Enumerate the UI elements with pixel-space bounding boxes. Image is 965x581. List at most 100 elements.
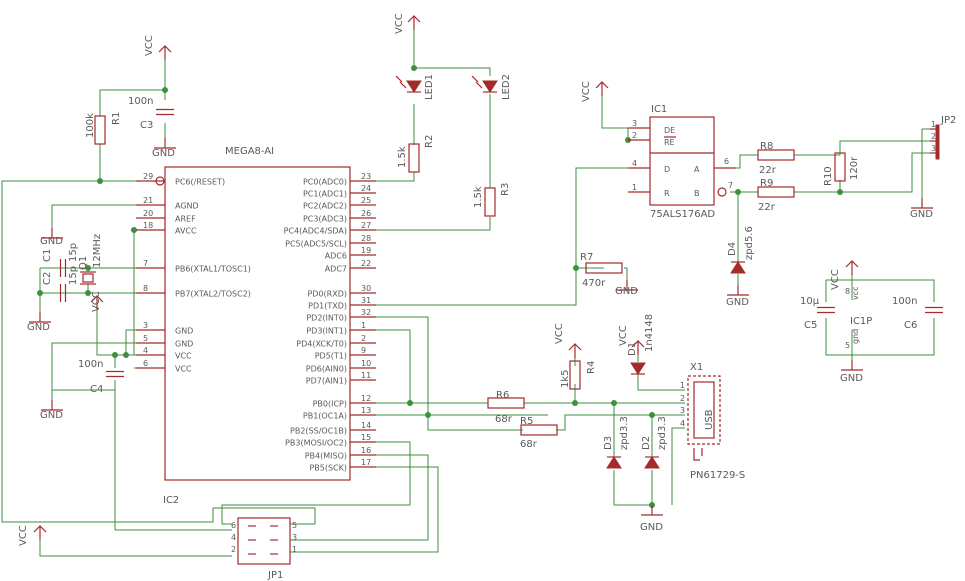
svg-text:GND: GND bbox=[910, 209, 933, 220]
svg-text:3: 3 bbox=[931, 144, 936, 153]
svg-text:R4: R4 bbox=[586, 361, 597, 374]
svg-text:1k5: 1k5 bbox=[560, 369, 571, 388]
svg-text:2: 2 bbox=[231, 545, 236, 554]
svg-text:1: 1 bbox=[680, 381, 685, 390]
mcu-pin-name: ADC6 bbox=[325, 252, 347, 261]
svg-text:GND: GND bbox=[640, 522, 663, 533]
svg-text:IC1: IC1 bbox=[651, 104, 667, 115]
svg-text:100k: 100k bbox=[85, 113, 96, 138]
svg-text:zpd3.3: zpd3.3 bbox=[657, 416, 668, 450]
mcu-pin-number: 23 bbox=[361, 172, 371, 181]
svg-text:10µ: 10µ bbox=[800, 296, 820, 307]
mcu-pin-name: GND bbox=[175, 340, 193, 349]
svg-text:100n: 100n bbox=[78, 359, 103, 370]
mcu-pin-name: PB2(SS/OC1B) bbox=[290, 427, 347, 436]
mcu-pin-name: PC2(ADC2) bbox=[303, 202, 347, 211]
svg-text:PN61729-S: PN61729-S bbox=[690, 470, 745, 481]
leds: LED1 LED2 1.5k R2 1.5k R3 bbox=[395, 74, 512, 217]
svg-text:D: D bbox=[664, 165, 670, 174]
mcu-pin-name: PB4(MISO) bbox=[305, 452, 347, 461]
svg-text:D1: D1 bbox=[627, 342, 638, 356]
svg-text:1: 1 bbox=[931, 120, 936, 129]
svg-text:4: 4 bbox=[231, 533, 236, 542]
mcu-pin-number: 11 bbox=[361, 371, 371, 380]
mcu-pin-name: PD5(T1) bbox=[315, 352, 347, 361]
svg-text:D3: D3 bbox=[603, 436, 614, 450]
svg-text:100n: 100n bbox=[892, 296, 917, 307]
svg-text:100n: 100n bbox=[128, 96, 153, 107]
svg-text:LED1: LED1 bbox=[424, 74, 435, 100]
svg-text:DE: DE bbox=[664, 126, 675, 135]
svg-text:4: 4 bbox=[680, 419, 685, 428]
svg-text:GND: GND bbox=[40, 410, 63, 421]
mcu-pin-name: PD6(AIN0) bbox=[306, 365, 347, 374]
mcu-pin-number: 8 bbox=[143, 284, 148, 293]
svg-text:VCC: VCC bbox=[830, 269, 841, 290]
svg-text:470r: 470r bbox=[582, 278, 606, 289]
reset-network: 100k R1 100n C3 bbox=[85, 96, 175, 145]
svg-text:R10: R10 bbox=[823, 166, 834, 186]
svg-text:R2: R2 bbox=[424, 135, 435, 148]
mcu-pin-name: AVCC bbox=[175, 227, 197, 236]
reset-inverter-bubble bbox=[155, 176, 165, 186]
mcu-pin-number: 15 bbox=[361, 433, 371, 442]
svg-text:R8: R8 bbox=[760, 141, 773, 152]
mcu-pin-number: 10 bbox=[361, 359, 371, 368]
svg-text:GND: GND bbox=[27, 322, 50, 333]
mcu-pin-number: 30 bbox=[361, 284, 371, 293]
svg-text:Q1: Q1 bbox=[78, 256, 89, 270]
svg-text:B: B bbox=[694, 189, 700, 198]
mcu-pin-number: 3 bbox=[143, 321, 148, 330]
svg-text:22r: 22r bbox=[758, 202, 776, 213]
mcu-pin-name: PC5(ADC5/SCL) bbox=[285, 240, 347, 249]
mcu-pin-name: PB0(ICP) bbox=[313, 400, 347, 409]
crystal-q1: C1 15p C2 15p Q1 12MHz bbox=[42, 234, 103, 303]
mcu-pin-number: 1 bbox=[361, 321, 366, 330]
svg-text:GND: GND bbox=[615, 286, 638, 297]
svg-text:D4: D4 bbox=[727, 242, 738, 256]
mcu-pin-number: 16 bbox=[361, 446, 371, 455]
mcu-pin-name: PD0(RXD) bbox=[307, 290, 347, 299]
isp-header-jp1: JP1 6 5 4 3 2 1 bbox=[231, 517, 297, 581]
svg-text:VCC: VCC bbox=[581, 81, 592, 102]
svg-text:GND: GND bbox=[726, 297, 749, 308]
mcu-pin-number: 24 bbox=[361, 184, 371, 193]
mcu-pin-name: PD7(AIN1) bbox=[306, 377, 347, 386]
mcu-pin-number: 19 bbox=[361, 246, 371, 255]
svg-text:R3: R3 bbox=[500, 183, 511, 196]
svg-text:VCC: VCC bbox=[394, 13, 405, 34]
mcu-pin-number: 4 bbox=[143, 346, 148, 355]
mcu-pin-name: PC1(ADC1) bbox=[303, 190, 347, 199]
svg-text:2: 2 bbox=[931, 132, 936, 141]
svg-text:15p: 15p bbox=[68, 243, 79, 262]
svg-text:68r: 68r bbox=[495, 414, 513, 425]
svg-text:R9: R9 bbox=[760, 178, 773, 189]
mcu-pin-number: 26 bbox=[361, 209, 371, 218]
mcu-pin-number: 18 bbox=[143, 221, 153, 230]
svg-text:12MHz: 12MHz bbox=[92, 234, 103, 268]
svg-text:68r: 68r bbox=[520, 439, 538, 450]
svg-text:8: 8 bbox=[845, 287, 850, 296]
svg-text:R7: R7 bbox=[580, 252, 593, 263]
svg-text:7: 7 bbox=[728, 181, 733, 190]
svg-text:22r: 22r bbox=[759, 165, 777, 176]
svg-text:R6: R6 bbox=[496, 390, 509, 401]
mcu-pin-number: 25 bbox=[361, 196, 371, 205]
zener-d4: D4 zpd5.6 bbox=[727, 226, 755, 274]
svg-text:VCC: VCC bbox=[18, 525, 29, 546]
svg-text:D2: D2 bbox=[641, 436, 652, 450]
mcu-pin-number: 2 bbox=[361, 334, 366, 343]
svg-text:IC1P: IC1P bbox=[850, 316, 872, 327]
mcu-ic2: MEGA8-AI IC2 PC6(/RESET)29AGND21AREF20AV… bbox=[136, 146, 376, 506]
header-jp2: JP2 1 2 3 bbox=[930, 115, 956, 160]
mcu-pin-number: 21 bbox=[143, 196, 153, 205]
svg-text:C6: C6 bbox=[904, 320, 917, 331]
wires bbox=[1, 30, 935, 557]
svg-text:USB: USB bbox=[704, 409, 715, 430]
mcu-pin-name: PB1(OC1A) bbox=[303, 412, 347, 421]
mcu-pin-name: PD2(INT0) bbox=[306, 314, 347, 323]
svg-text:5: 5 bbox=[292, 521, 297, 530]
svg-text:3: 3 bbox=[680, 406, 685, 415]
mcu-pin-name: PD4(XCK/T0) bbox=[296, 340, 347, 349]
svg-text:1n4148: 1n4148 bbox=[644, 314, 655, 352]
